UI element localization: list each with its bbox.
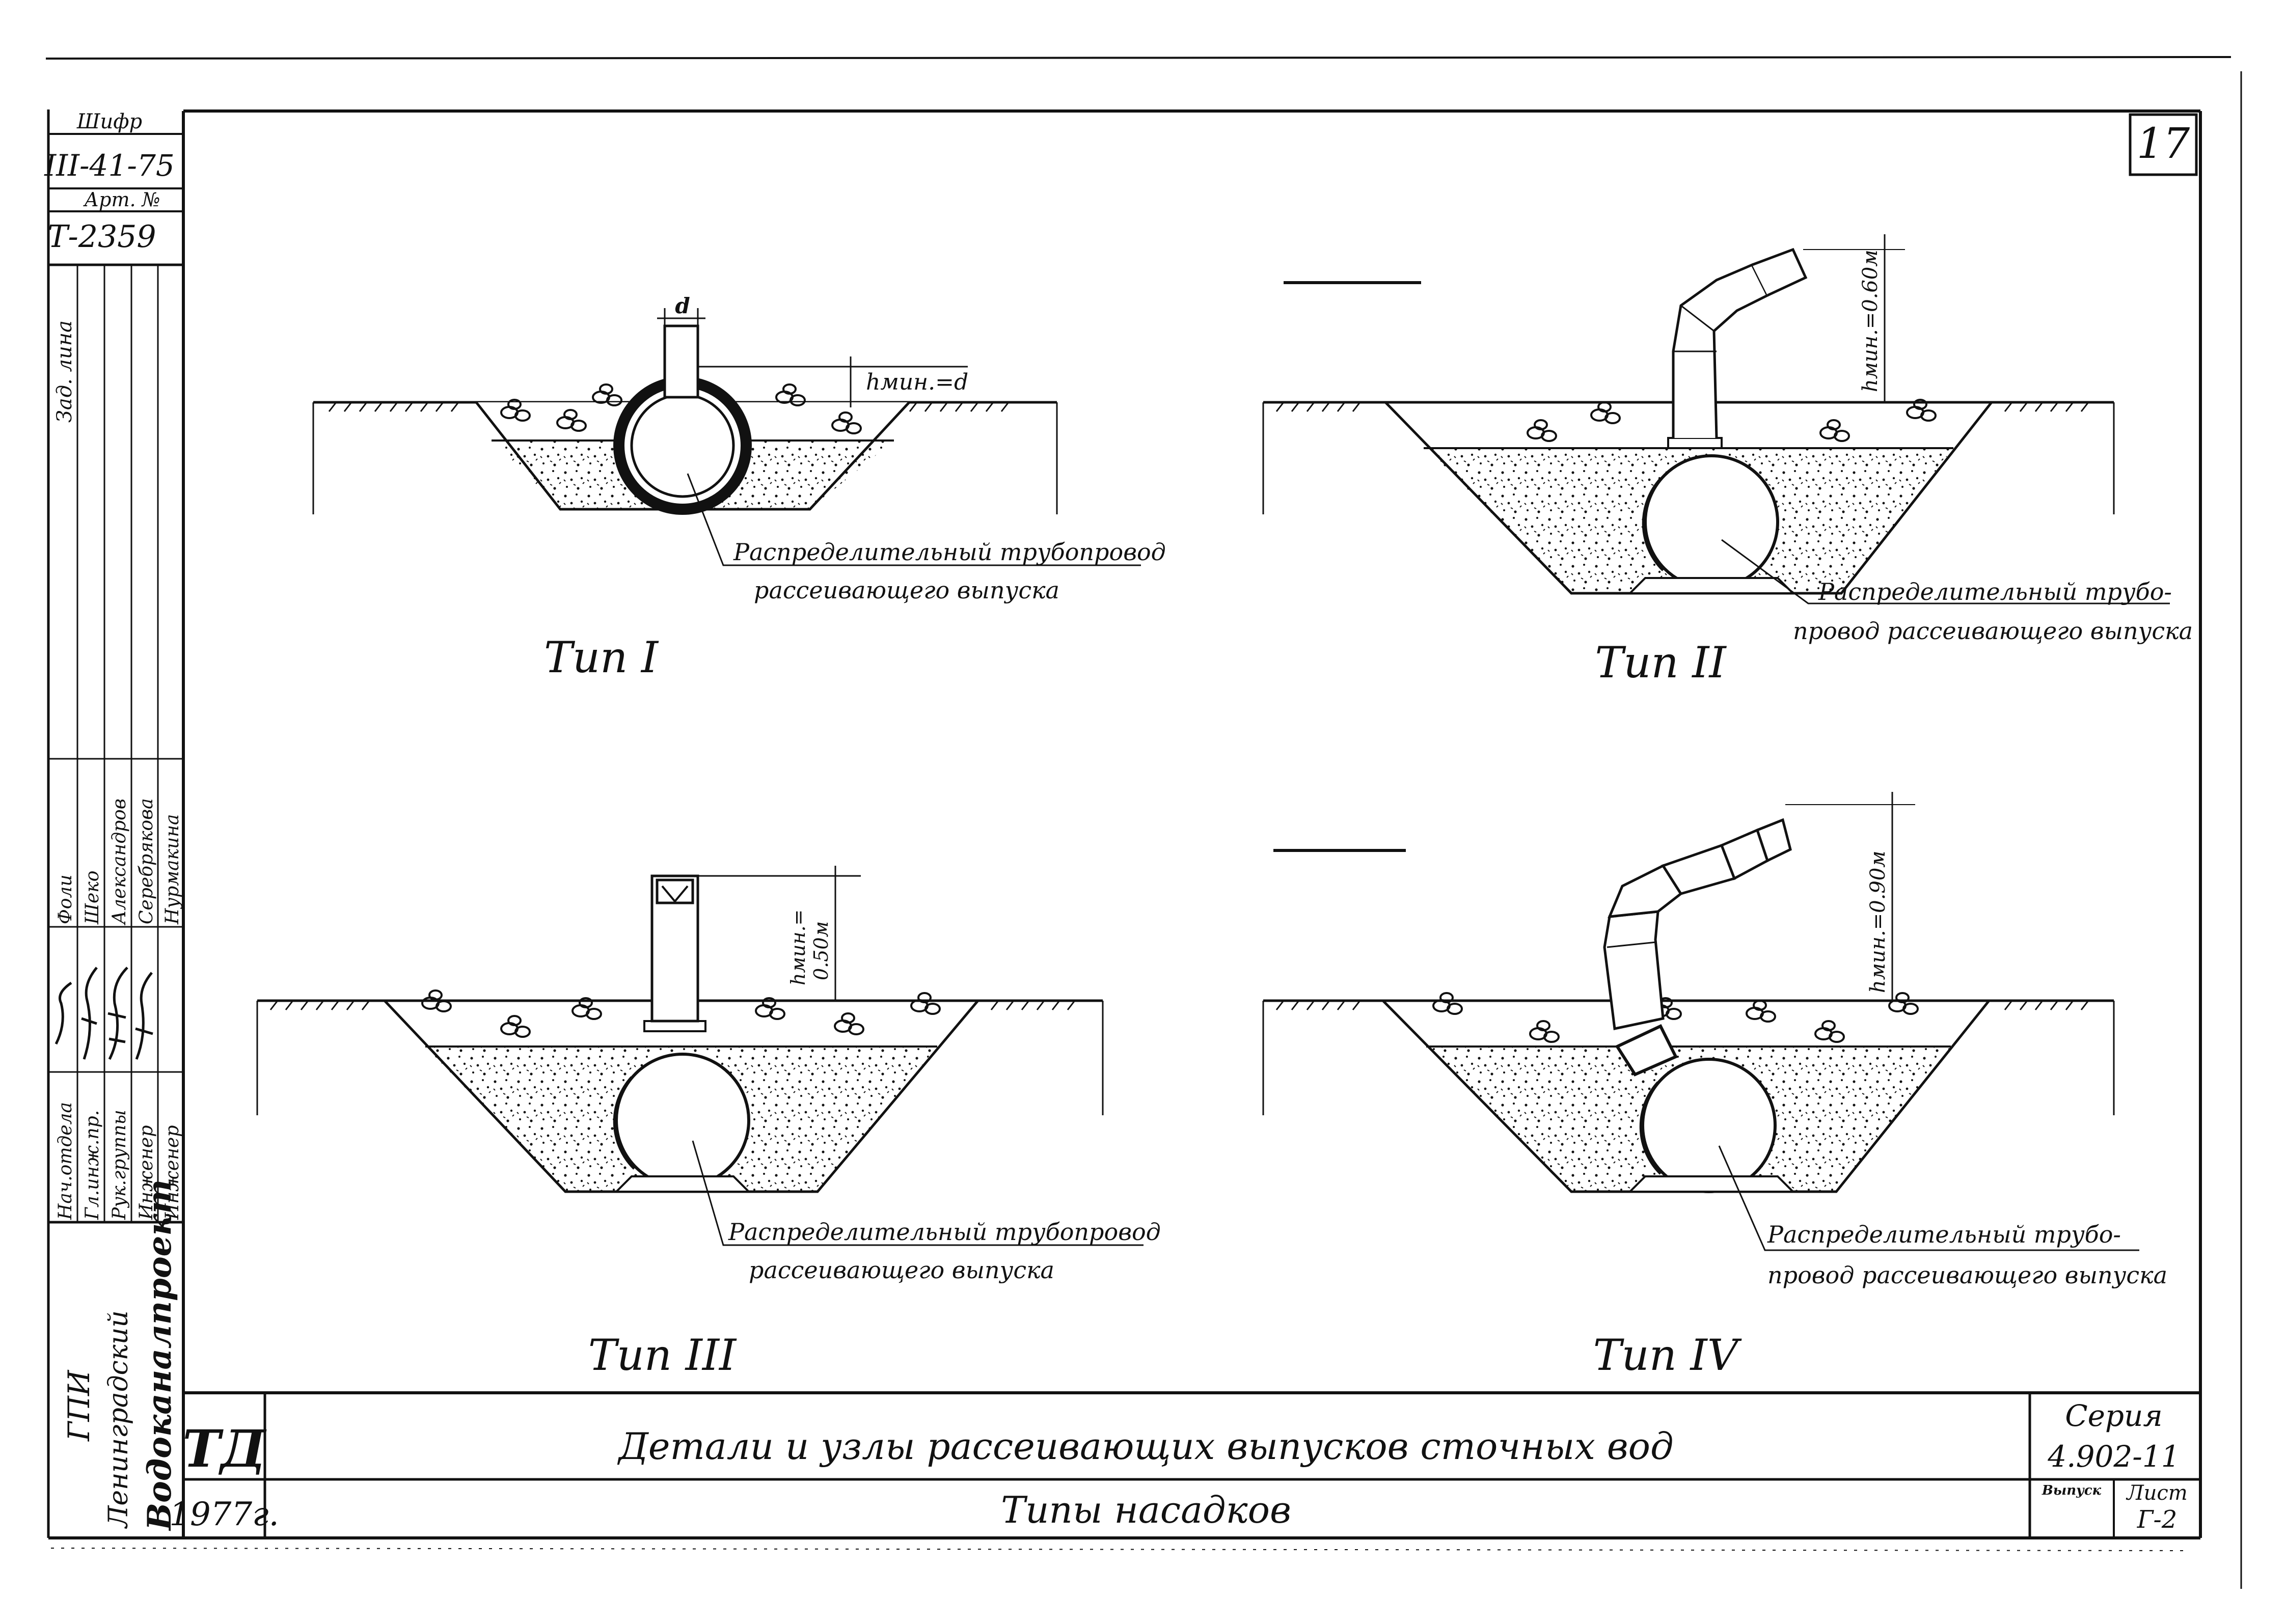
list-value: Г-2 [2137, 1505, 2178, 1534]
list-label: Лист [2126, 1481, 2187, 1505]
caption-3a: Распределительный трубопровод [728, 1218, 1161, 1246]
dimension-4: hмин.=0.90м [1866, 851, 1890, 994]
name-3: Александров [109, 799, 130, 926]
shifr-label: Шифр [76, 110, 142, 133]
caption-4b: провод рассеивающего выпуска [1767, 1261, 2167, 1289]
name-4: Серебрякова [136, 798, 157, 924]
caption-3b: рассеивающего выпуска [749, 1256, 1054, 1284]
drawing-subtitle: Типы насадков [1001, 1489, 1291, 1531]
caption-1b: рассеивающего выпуска [754, 576, 1059, 604]
diagram-type-4: hмин.=0.90м Распределительный трубо- про… [1262, 792, 2167, 1380]
type-label-2: Тип II [1595, 638, 1727, 687]
org-line1: ГПИ [62, 1369, 96, 1442]
role-5: Инженер [162, 1125, 183, 1220]
role-2: Гл.инж.пр. [82, 1110, 103, 1220]
vertical-header: Зад. лина [53, 320, 76, 423]
org-line3: Водоканалпроект [141, 1179, 179, 1531]
frame [45, 56, 2242, 1589]
drawing-title: Детали и узлы рассеивающих выпусков сточ… [617, 1425, 1673, 1468]
shifr-value: III-41-75 [44, 148, 175, 183]
signatures [55, 967, 153, 1060]
type-label-4: Тип IV [1593, 1330, 1742, 1380]
type-label-1: Тип I [544, 632, 659, 682]
title-block: ТД 1977г. Детали и узлы рассеивающих вып… [169, 1391, 2200, 1538]
name-5: Нурмакина [162, 814, 183, 925]
vypusk-label: Выпуск [2042, 1483, 2102, 1498]
dimension-3a: hмин.= [787, 910, 809, 985]
series-label: Серия [2065, 1398, 2163, 1433]
dimension-1: hмин.=d [866, 369, 968, 395]
caption-2a: Распределительный трубо- [1818, 578, 2172, 605]
role-4: Инженер [136, 1125, 157, 1220]
td-label: ТД [182, 1419, 266, 1479]
year: 1977г. [169, 1496, 279, 1533]
type-label-3: Тип III [588, 1330, 737, 1380]
dimension-3b: 0.50м [810, 921, 832, 980]
caption-4a: Распределительный трубо- [1767, 1221, 2121, 1248]
org-line2: Ленинградский [103, 1310, 134, 1529]
stamp-column: Шифр III-41-75 Арт. № Т-2359 Зад. лина Н… [44, 110, 183, 1531]
sheet-number-box: 17 [2129, 113, 2198, 176]
art-label: Арт. № [83, 188, 160, 211]
diagram-type-3: hмин.= 0.50м Распределительный трубопров… [256, 866, 1161, 1380]
name-1: Фоли [55, 874, 76, 924]
sheet-number: 17 [2137, 120, 2190, 168]
name-2: Шеко [82, 870, 103, 925]
dimension-2: hмин.=0.60м [1859, 250, 1882, 393]
caption-2b: провод рассеивающего выпуска [1793, 617, 2193, 645]
art-value: Т-2359 [48, 219, 156, 255]
series-value: 4.902-11 [2047, 1439, 2180, 1474]
caption-1a: Распределительный трубопровод [733, 538, 1166, 566]
diameter-label-1: d [675, 293, 690, 318]
diagram-type-1: d hмин.=d Распределительный трубопровод … [312, 293, 1166, 682]
role-1: Нач.отдела [55, 1102, 76, 1220]
role-3: Рук.группы [109, 1110, 130, 1220]
diagram-type-2: hмин.=0.60м Распределительный трубо- про… [1262, 234, 2193, 687]
